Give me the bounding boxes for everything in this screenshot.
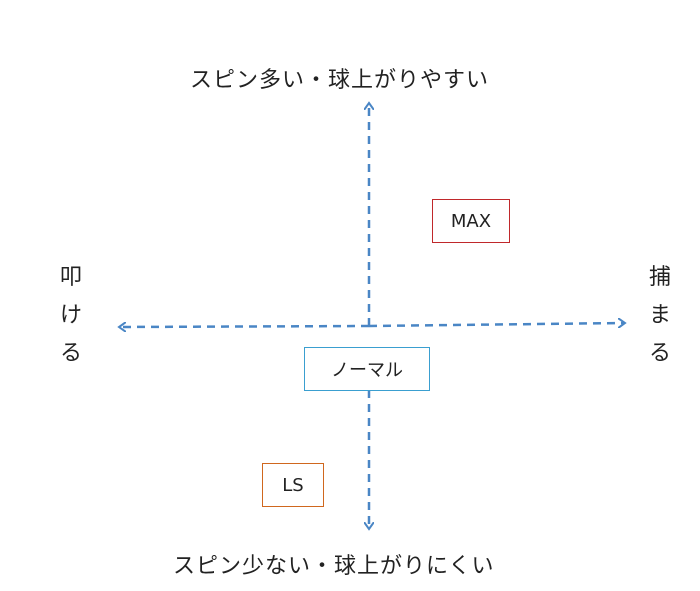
left-label-char: け: [59, 303, 82, 328]
horizontal-axis-right: [368, 323, 624, 326]
top-axis-label: スピン多い・球上がりやすい: [190, 68, 490, 93]
left-label-char: る: [59, 341, 82, 366]
left-axis-label: 叩 け る: [56, 265, 86, 367]
right-label-char: る: [648, 341, 671, 366]
right-label-char: ま: [648, 303, 671, 328]
max-box: MAX: [432, 199, 510, 243]
bottom-axis-label: スピン少ない・球上がりにくい: [173, 554, 495, 579]
right-axis-label: 捕 ま る: [645, 265, 675, 367]
ls-box: LS: [262, 463, 324, 507]
left-label-char: 叩: [59, 265, 82, 290]
horizontal-axis-left: [120, 326, 370, 327]
right-label-char: 捕: [648, 265, 671, 290]
normal-box: ノーマル: [304, 347, 430, 391]
